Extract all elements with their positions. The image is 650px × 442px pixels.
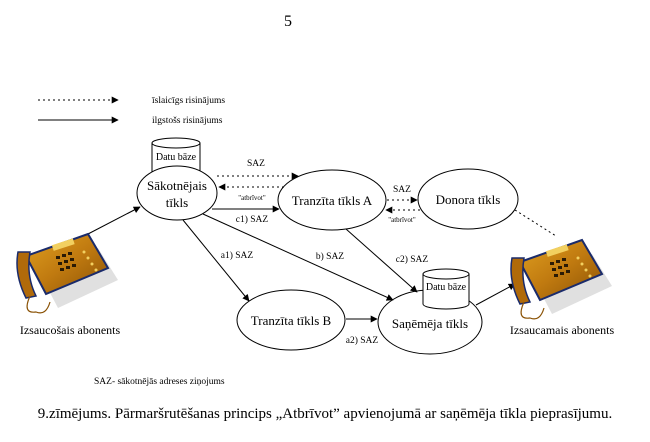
edge-label: "atbrīvot": [238, 194, 266, 202]
edge-label: c2) SAZ: [396, 254, 429, 265]
edge-orig-to-transit-b-a1: [182, 219, 250, 302]
page-number: 5: [284, 13, 292, 30]
database-receiving: Datu bāze: [422, 268, 470, 310]
edge-orig-to-receiving-b: [202, 213, 394, 301]
node-label: Tranzīta tīkls B: [251, 313, 332, 328]
node-label: Donora tīkls: [436, 192, 501, 207]
edge-transit-a-to-receiving-c2: [345, 228, 418, 293]
legend-dotted-label: īslaicīgs risinājums: [151, 96, 225, 106]
edge-label: SAZ: [393, 185, 411, 195]
edge-label: "atbrīvot": [388, 216, 416, 224]
phone-icon-caller: [16, 232, 118, 314]
node-label-line2: tīkls: [166, 195, 188, 210]
edge-receiving-to-callee: [475, 283, 516, 306]
node-label: Saņēmēja tīkls: [392, 316, 468, 331]
node-label-line1: Sākotnējais: [147, 178, 207, 193]
figure-caption: 9.zīmējums. Pārmaršrutēšanas princips „A…: [37, 406, 613, 422]
legend-solid-label: ilgstošs risinājums: [152, 116, 223, 126]
caller-label: Izsaucošais abonents: [20, 323, 121, 337]
node-transit-network-a: Tranzīta tīkls A: [277, 169, 387, 231]
phone-icon-callee: [510, 238, 612, 320]
edge-label: c1) SAZ: [236, 214, 269, 225]
edge-label: b) SAZ: [316, 251, 344, 262]
footnote: SAZ- sākotnējās adreses ziņojums: [94, 377, 225, 387]
node-donor-network: Donora tīkls: [417, 168, 519, 230]
edge-label: SAZ: [247, 159, 265, 169]
database-label: Datu bāze: [156, 152, 197, 163]
node-transit-network-b: Tranzīta tīkls B: [236, 289, 346, 351]
database-label: Datu bāze: [426, 282, 467, 293]
legend: īslaicīgs risinājums ilgstošs risinājums: [38, 96, 225, 126]
edge-label: a2) SAZ: [346, 335, 379, 346]
edge-label: a1) SAZ: [221, 250, 254, 261]
node-originating-network: Sākotnējais tīkls: [136, 165, 218, 221]
node-label: Tranzīta tīkls A: [292, 193, 373, 208]
callee-label: Izsaucamais abonents: [510, 323, 615, 337]
edges: SAZ "atbrīvot" c1) SAZ SAZ "atbrīvot" a1…: [87, 159, 557, 346]
edge-caller-to-orig: [87, 206, 141, 235]
edge-donor-to-callee-dotted: [514, 209, 557, 237]
